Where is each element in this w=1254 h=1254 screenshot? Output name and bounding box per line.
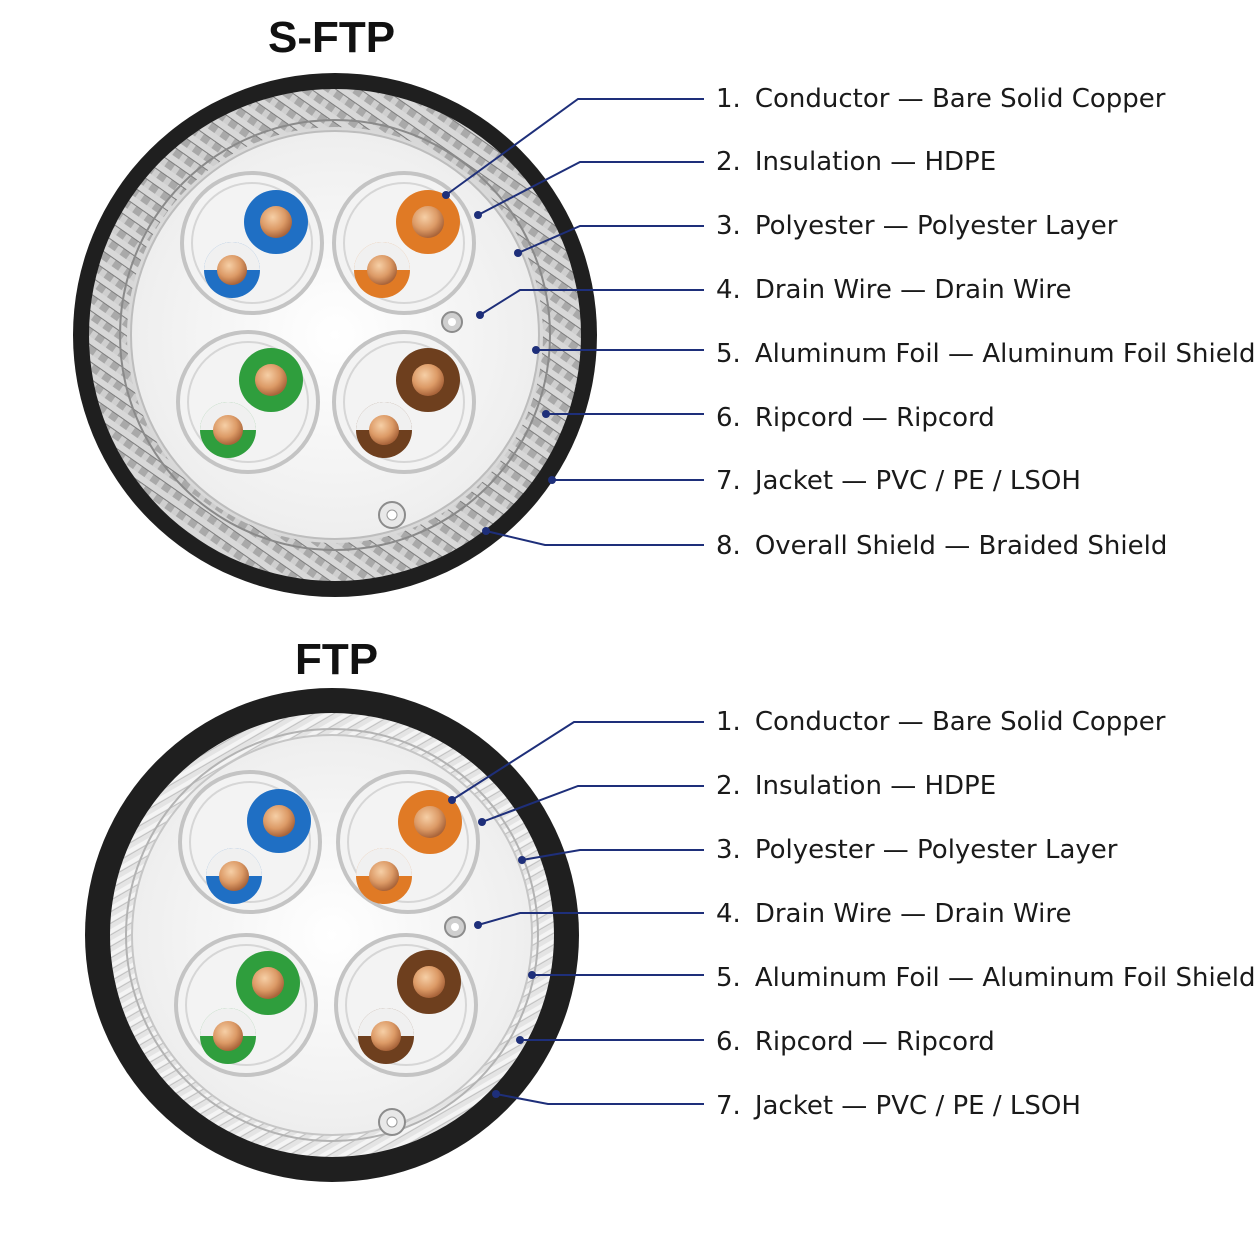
label-text: Aluminum Foil — Aluminum Foil Shield xyxy=(754,963,1254,993)
s-ftp-label-8: 8. Overall Shield — Braided Shield xyxy=(716,533,1167,559)
ftp-label-2: 2. Insulation — HDPE xyxy=(716,773,996,799)
s-ftp-label-5: 5. Aluminum Foil — Aluminum Foil Shield xyxy=(716,341,1254,367)
label-text: Insulation — HDPE xyxy=(754,147,997,177)
s-ftp-label-2: 2. Insulation — HDPE xyxy=(716,149,996,175)
ftp-label-7: 7. Jacket — PVC / PE / LSOH xyxy=(716,1093,1081,1119)
label-number: 7. xyxy=(716,466,741,496)
label-text: Polyester — Polyester Layer xyxy=(754,835,1118,865)
s-ftp-pair-blue xyxy=(180,171,324,315)
copper-conductor xyxy=(371,1021,401,1051)
s-ftp-pair-brown xyxy=(332,330,476,474)
label-text: Ripcord — Ripcord xyxy=(754,403,995,433)
s-ftp-label-4: 4. Drain Wire — Drain Wire xyxy=(716,277,1072,303)
copper-conductor xyxy=(219,861,249,891)
copper-conductor xyxy=(252,967,284,999)
ftp-leader-dots xyxy=(448,796,536,1098)
label-text: Conductor — Bare Solid Copper xyxy=(754,84,1166,114)
ftp-label-1: 1. Conductor — Bare Solid Copper xyxy=(716,709,1165,735)
label-text: Aluminum Foil — Aluminum Foil Shield xyxy=(754,339,1254,369)
s-ftp-cable xyxy=(73,73,704,597)
copper-conductor xyxy=(412,364,444,396)
label-text: Polyester — Polyester Layer xyxy=(754,211,1118,241)
label-number: 2. xyxy=(716,147,741,177)
label-text: Insulation — HDPE xyxy=(754,771,997,801)
copper-conductor xyxy=(412,206,444,238)
ftp-label-4: 4. Drain Wire — Drain Wire xyxy=(716,901,1072,927)
s-ftp-pair-orange xyxy=(332,171,476,315)
s-ftp-label-6: 6. Ripcord — Ripcord xyxy=(716,405,995,431)
ftp-pair-blue xyxy=(178,770,322,914)
ftp-label-6: 6. Ripcord — Ripcord xyxy=(716,1029,995,1055)
copper-conductor xyxy=(367,255,397,285)
label-text: Jacket — PVC / PE / LSOH xyxy=(754,466,1081,496)
label-number: 3. xyxy=(716,835,741,865)
label-number: 5. xyxy=(716,963,741,993)
copper-conductor xyxy=(413,966,445,998)
label-number: 6. xyxy=(716,1027,741,1057)
label-number: 8. xyxy=(716,531,741,561)
copper-conductor xyxy=(263,805,295,837)
label-text: Overall Shield — Braided Shield xyxy=(754,531,1168,561)
label-number: 1. xyxy=(716,707,741,737)
copper-conductor xyxy=(260,206,292,238)
s-ftp-foil-shield xyxy=(130,130,540,540)
copper-conductor xyxy=(414,806,446,838)
copper-conductor xyxy=(213,1021,243,1051)
ftp-label-5: 5. Aluminum Foil — Aluminum Foil Shield xyxy=(716,965,1254,991)
label-number: 4. xyxy=(716,899,741,929)
s-ftp-label-1: 1. Conductor — Bare Solid Copper xyxy=(716,86,1165,112)
ftp-pair-brown xyxy=(334,933,478,1077)
copper-conductor xyxy=(369,415,399,445)
ftp-cable xyxy=(85,688,704,1182)
ftp-label-3: 3. Polyester — Polyester Layer xyxy=(716,837,1117,863)
label-text: Drain Wire — Drain Wire xyxy=(754,899,1072,929)
copper-conductor xyxy=(255,364,287,396)
s-ftp-title: S-FTP xyxy=(268,13,396,62)
label-text: Ripcord — Ripcord xyxy=(754,1027,995,1057)
ftp-leader-lines xyxy=(451,721,704,1105)
copper-conductor xyxy=(213,415,243,445)
label-number: 1. xyxy=(716,84,741,114)
label-text: Drain Wire — Drain Wire xyxy=(754,275,1072,305)
s-ftp-leader-dots xyxy=(442,191,556,535)
label-number: 2. xyxy=(716,771,741,801)
copper-conductor xyxy=(217,255,247,285)
ftp-pair-orange xyxy=(336,770,480,914)
ftp-pair-green xyxy=(174,933,318,1077)
ftp-polyester-layer xyxy=(131,734,533,1136)
label-number: 4. xyxy=(716,275,741,305)
s-ftp-pair-green xyxy=(176,330,320,474)
s-ftp-label-3: 3. Polyester — Polyester Layer xyxy=(716,213,1117,239)
s-ftp-label-7: 7. Jacket — PVC / PE / LSOH xyxy=(716,468,1081,494)
label-text: Jacket — PVC / PE / LSOH xyxy=(754,1091,1081,1121)
label-number: 7. xyxy=(716,1091,741,1121)
label-number: 5. xyxy=(716,339,741,369)
copper-conductor xyxy=(369,861,399,891)
label-number: 6. xyxy=(716,403,741,433)
s-ftp-leader-lines xyxy=(445,98,704,546)
label-text: Conductor — Bare Solid Copper xyxy=(754,707,1166,737)
label-number: 3. xyxy=(716,211,741,241)
ftp-title: FTP xyxy=(295,635,379,684)
